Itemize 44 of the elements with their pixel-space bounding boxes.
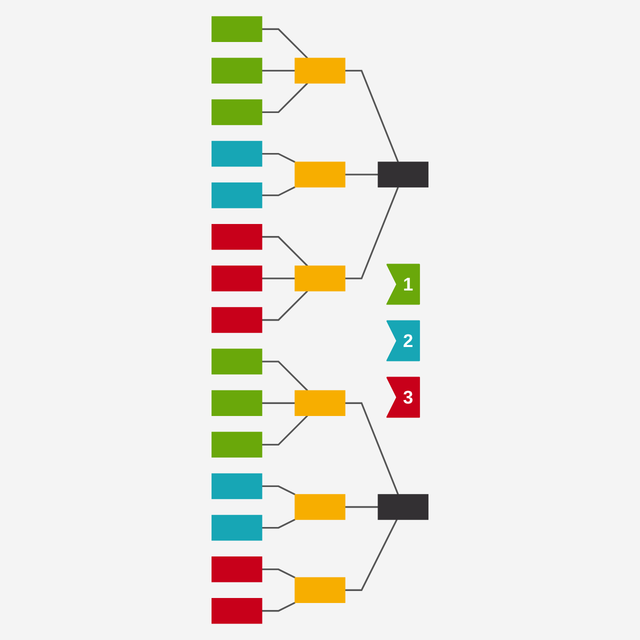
connector (344, 519, 398, 591)
node-box (294, 390, 346, 416)
node-box (212, 556, 262, 582)
connector (262, 414, 308, 446)
node-box (212, 307, 262, 333)
connector (344, 174, 378, 176)
connector (262, 290, 308, 321)
connector (262, 485, 296, 496)
connector (262, 278, 296, 280)
node-box (378, 494, 428, 520)
node-box (212, 432, 262, 458)
node-box (212, 99, 262, 126)
connector (262, 402, 296, 404)
connector (262, 602, 296, 612)
node-box (294, 266, 346, 292)
node-box (212, 16, 262, 42)
connector (344, 402, 399, 495)
connector (262, 152, 296, 163)
connector (344, 506, 378, 508)
connector (262, 28, 308, 59)
connector (262, 186, 296, 196)
connector (262, 82, 308, 114)
node-box (212, 390, 262, 416)
node-box (212, 224, 262, 250)
node-box (212, 182, 262, 208)
node-box (294, 162, 346, 188)
node-box (212, 140, 262, 167)
node-box (294, 577, 346, 603)
connector (262, 568, 296, 578)
node-box (378, 162, 428, 188)
node-box (212, 58, 262, 84)
connector (262, 360, 308, 392)
connector (262, 70, 296, 72)
connector (344, 186, 399, 280)
connector (262, 236, 308, 267)
connector (262, 518, 296, 529)
node-box (212, 348, 262, 374)
node-box (294, 58, 346, 84)
connector (344, 70, 399, 162)
node-box (212, 473, 262, 500)
node-box (294, 494, 346, 520)
node-box (212, 266, 262, 292)
node-box (212, 598, 262, 624)
node-box (212, 514, 262, 541)
